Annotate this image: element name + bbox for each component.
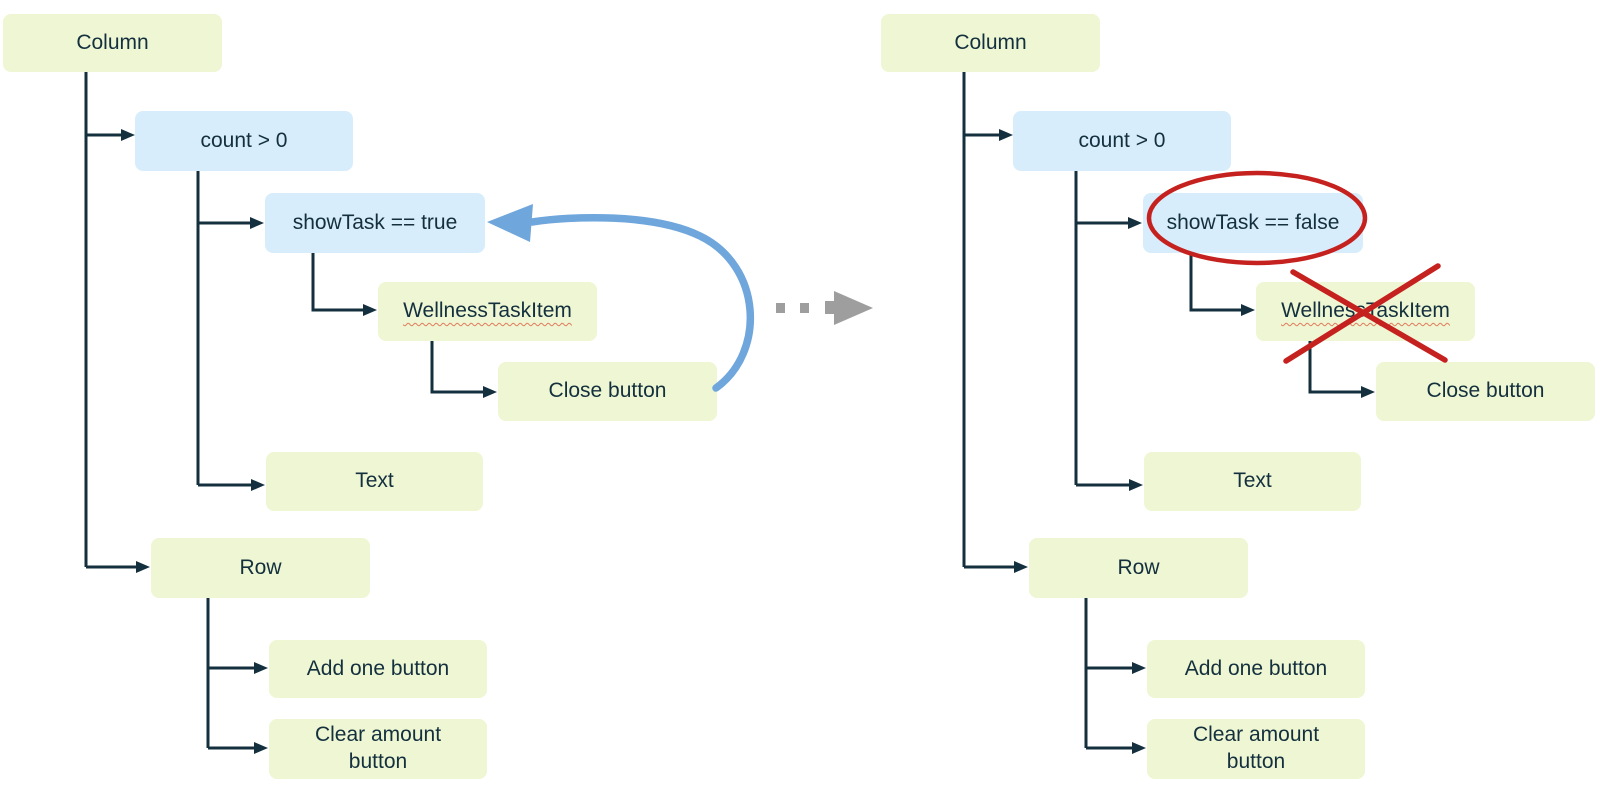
node-count-condition: count > 0	[135, 111, 353, 171]
node-label: Text	[355, 469, 394, 493]
node-add-one-button: Add one button	[269, 640, 487, 698]
node-close-button: Close button	[498, 362, 717, 421]
node-label: Add one button	[306, 656, 450, 680]
node-label: Column	[76, 30, 149, 54]
tree-after-state: Column count > 0 showTask == false Welln…	[878, 0, 1600, 795]
node-label: Clear amount button	[314, 723, 442, 773]
node-column: Column	[3, 14, 222, 72]
node-label: WellnessTaskItem	[403, 299, 572, 323]
node-label: Clear amount button	[1192, 723, 1320, 773]
node-label: showTask == true	[292, 210, 458, 234]
node-label: Add one button	[1184, 656, 1328, 680]
node-row: Row	[1029, 538, 1248, 598]
node-label: Close button	[548, 379, 667, 403]
node-label: count > 0	[200, 128, 288, 152]
node-text: Text	[1144, 452, 1361, 511]
node-label: Row	[239, 555, 282, 579]
node-showtask-condition: showTask == true	[265, 193, 485, 253]
node-wellness-task-item: WellnessTaskItem	[1256, 282, 1475, 341]
node-label: Text	[1233, 469, 1272, 493]
node-label: WellnessTaskItem	[1281, 299, 1450, 323]
node-count-condition: count > 0	[1013, 111, 1231, 171]
node-label: Row	[1117, 555, 1160, 579]
node-add-one-button: Add one button	[1147, 640, 1365, 698]
node-label: Close button	[1426, 379, 1545, 403]
node-text: Text	[266, 452, 483, 511]
node-column: Column	[881, 14, 1100, 72]
node-showtask-condition: showTask == false	[1143, 193, 1363, 253]
tree-before-state: Column count > 0 showTask == true Wellne…	[0, 0, 775, 795]
node-close-button: Close button	[1376, 362, 1595, 421]
node-wellness-task-item: WellnessTaskItem	[378, 282, 597, 341]
node-clear-amount-button: Clear amount button	[1147, 719, 1365, 779]
node-label: Column	[954, 30, 1027, 54]
transition-arrow-icon	[776, 291, 873, 325]
node-row: Row	[151, 538, 370, 598]
node-label: count > 0	[1078, 128, 1166, 152]
node-clear-amount-button: Clear amount button	[269, 719, 487, 779]
node-label: showTask == false	[1166, 210, 1340, 234]
